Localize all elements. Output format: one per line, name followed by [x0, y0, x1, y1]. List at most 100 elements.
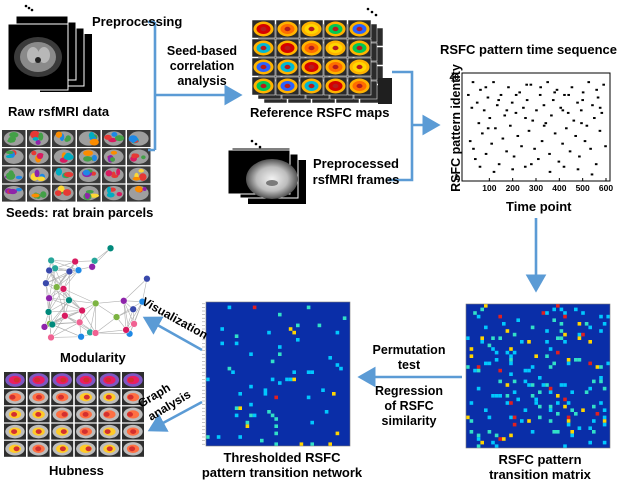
- data-point: [595, 163, 598, 165]
- matrix-cell: [549, 419, 553, 423]
- thresholded-network-heatmap: [202, 302, 350, 446]
- data-point: [524, 117, 527, 119]
- matrix-cell: [278, 313, 282, 317]
- matrix-cell: [274, 432, 278, 436]
- matrix-cell: [307, 306, 311, 310]
- data-point: [593, 117, 596, 119]
- matrix-cell: [318, 324, 322, 328]
- data-point: [586, 125, 589, 127]
- regression-line-1: Regression: [366, 384, 452, 399]
- data-point: [567, 112, 570, 114]
- hub-peak: [129, 446, 135, 451]
- matrix-cell: [563, 383, 567, 387]
- matrix-cell: [588, 326, 592, 330]
- data-point: [489, 117, 492, 119]
- matrix-cell: [545, 383, 549, 387]
- matrix-cell: [470, 354, 474, 358]
- matrix-cell: [545, 311, 549, 315]
- matrix-cell: [498, 437, 502, 441]
- reference-map-peak: [357, 27, 363, 31]
- preprocessed-frames-stack: [228, 148, 306, 204]
- matrix-cell: [470, 401, 474, 405]
- data-point: [469, 140, 472, 142]
- reference-map-peak: [261, 65, 267, 69]
- graph-node: [123, 326, 130, 333]
- x-tick-label: 600: [599, 183, 613, 193]
- matrix-cell: [531, 365, 535, 369]
- seed-parcel: [111, 151, 117, 155]
- matrix-cell: [278, 345, 282, 349]
- data-point: [524, 166, 527, 168]
- matrix-cell: [271, 378, 275, 382]
- transition-matrix-label: RSFC pattern transition matrix: [470, 452, 610, 482]
- matrix-cell: [470, 347, 474, 351]
- hub-peak: [35, 412, 41, 417]
- matrix-cell: [477, 434, 481, 438]
- matrix-cell: [534, 401, 538, 405]
- matrix-cell: [563, 398, 567, 402]
- data-point: [526, 99, 529, 101]
- data-point: [507, 86, 510, 88]
- data-point: [476, 102, 479, 104]
- matrix-cell: [495, 434, 499, 438]
- hub-peak: [105, 378, 111, 383]
- hub-peak: [34, 378, 40, 383]
- data-point: [574, 135, 577, 137]
- seed-parcel: [37, 176, 45, 181]
- matrix-cell: [271, 414, 275, 418]
- seed-parcel: [40, 191, 46, 198]
- thresholded-line-1: Thresholded RSFC: [196, 450, 368, 465]
- matrix-cell: [264, 392, 268, 396]
- permutation-line-2: test: [366, 358, 452, 373]
- seed-parcel: [35, 170, 40, 178]
- data-point: [485, 86, 488, 88]
- matrix-cell: [520, 419, 524, 423]
- matrix-cell: [206, 378, 210, 382]
- matrix-cell: [466, 416, 470, 420]
- preprocessed-frames-line-1: Preprocessed: [308, 156, 404, 172]
- matrix-cell: [606, 362, 610, 366]
- matrix-cell: [592, 405, 596, 409]
- matrix-cell: [292, 378, 296, 382]
- matrix-cell: [488, 344, 492, 348]
- seed-parcel: [56, 168, 62, 176]
- reference-map-peak: [261, 46, 267, 50]
- matrix-cell: [491, 347, 495, 351]
- matrix-cell: [527, 369, 531, 373]
- matrix-cell: [473, 369, 477, 373]
- matrix-cell: [238, 406, 242, 410]
- transition-matrix-line-1: RSFC pattern: [470, 452, 610, 467]
- matrix-cell: [596, 365, 600, 369]
- matrix-cell: [567, 362, 571, 366]
- data-point: [543, 125, 546, 127]
- matrix-cell: [206, 435, 210, 439]
- matrix-cell: [488, 430, 492, 434]
- matrix-cell: [534, 354, 538, 358]
- graph-node: [60, 285, 67, 292]
- matrix-cell: [516, 398, 520, 402]
- reference-map-peak: [285, 27, 291, 31]
- matrix-cell: [599, 376, 603, 380]
- regression-line-2: of RSFC: [366, 399, 452, 414]
- matrix-cell: [321, 388, 325, 392]
- matrix-cell: [509, 372, 513, 376]
- data-point: [591, 173, 594, 175]
- matrix-cell: [274, 396, 278, 400]
- reference-map-peak: [333, 65, 339, 69]
- matrix-cell: [545, 354, 549, 358]
- hub-peak: [60, 446, 66, 451]
- hub-peak: [127, 412, 133, 417]
- matrix-cell: [513, 380, 517, 384]
- matrix-cell: [336, 363, 340, 367]
- data-point: [576, 102, 579, 104]
- graph-edge: [96, 317, 117, 333]
- data-point: [563, 94, 566, 96]
- data-point: [567, 94, 570, 96]
- matrix-cell: [531, 394, 535, 398]
- matrix-cell: [599, 315, 603, 319]
- data-point: [531, 120, 534, 122]
- reference-stack-edge: [378, 78, 392, 104]
- seed-parcel: [141, 155, 146, 159]
- matrix-cell: [513, 423, 517, 427]
- hub-peak: [128, 395, 134, 400]
